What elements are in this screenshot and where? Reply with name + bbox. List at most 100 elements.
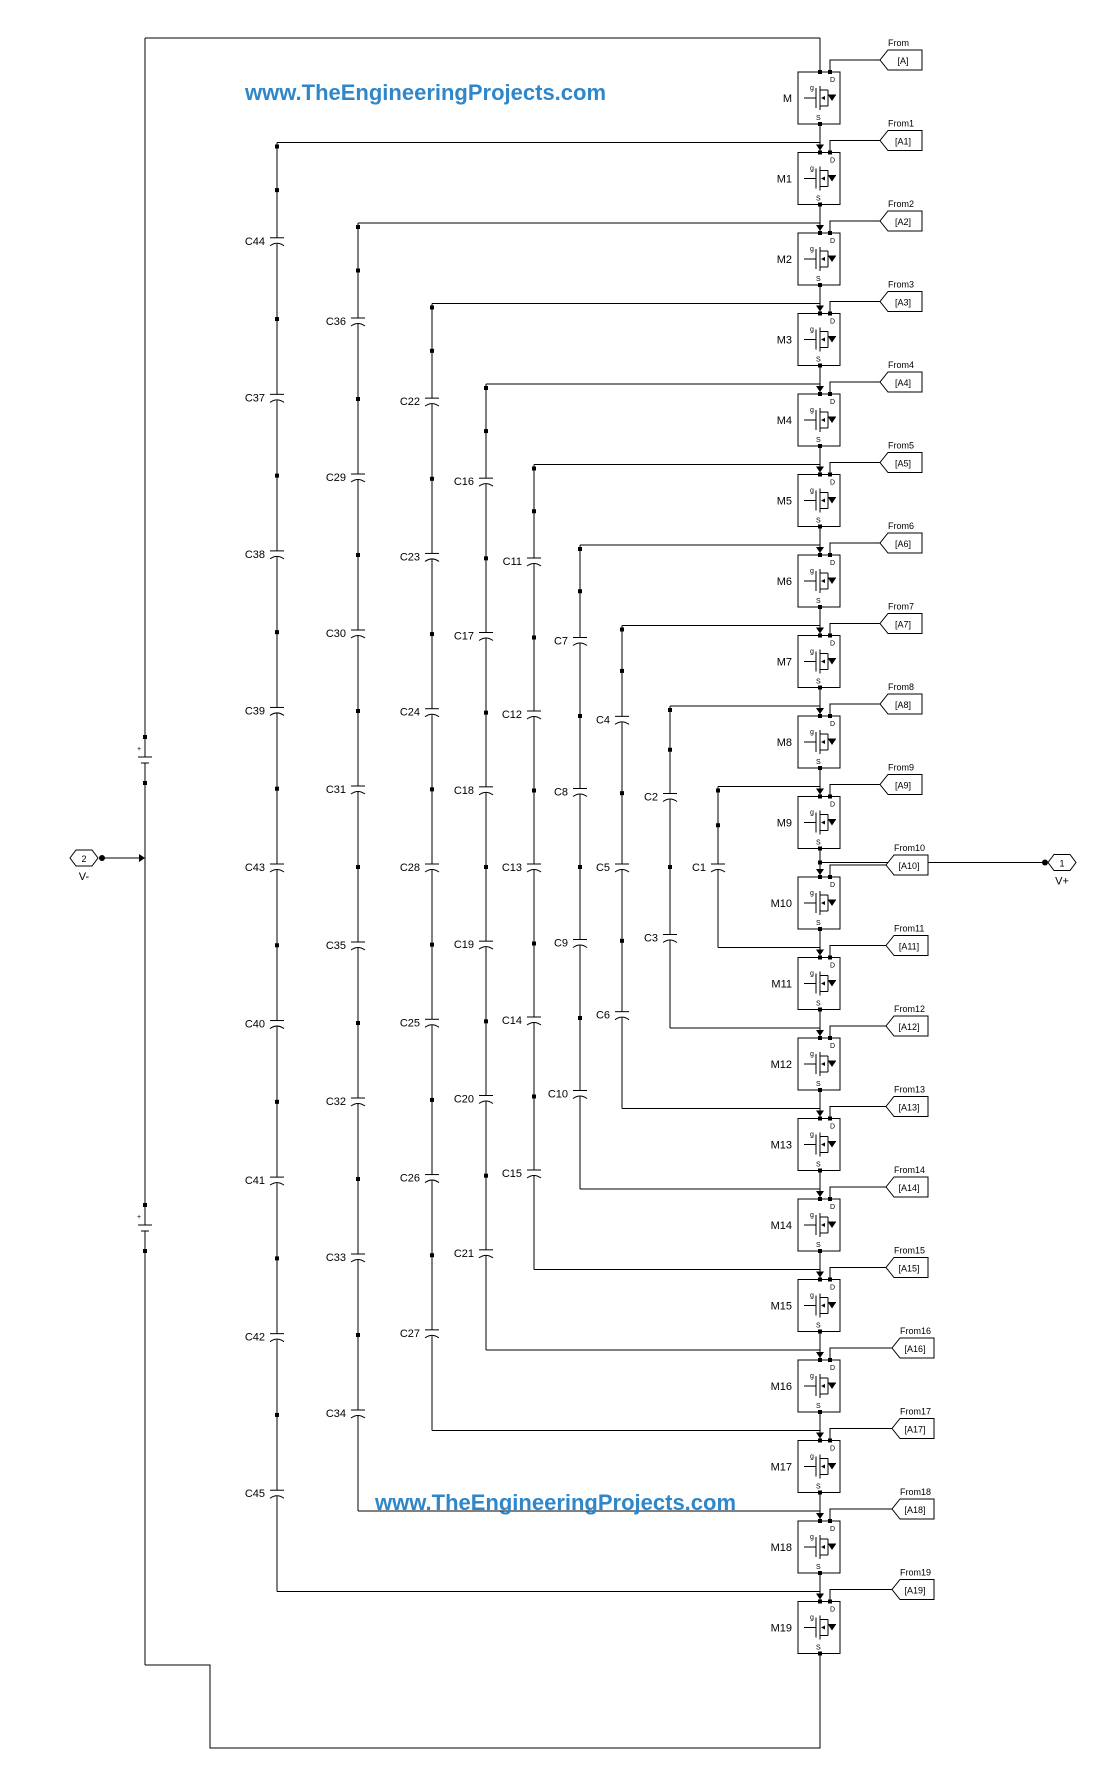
from-tag[interactable]: [A16]From16 (891, 1326, 935, 1359)
arrow-down-icon (816, 949, 824, 956)
capacitor[interactable]: C7 (554, 636, 588, 648)
capacitor[interactable]: C19 (454, 939, 494, 951)
capacitor[interactable]: C45 (245, 1488, 285, 1500)
capacitor[interactable]: C37 (245, 392, 285, 404)
from-tag[interactable]: [A7]From7 (879, 602, 923, 634)
node-dot (275, 188, 279, 193)
capacitor[interactable]: C26 (400, 1173, 440, 1185)
capacitor[interactable]: C14 (502, 1015, 542, 1027)
capacitor[interactable]: C13 (502, 862, 542, 874)
capacitor[interactable]: C12 (502, 709, 542, 721)
capacitor[interactable]: C35 (326, 940, 366, 952)
from-tag[interactable]: [A17]From17 (891, 1407, 935, 1439)
from-tag[interactable]: [A9]From9 (879, 763, 923, 795)
capacitor[interactable]: C29 (326, 472, 366, 484)
from-tag[interactable]: [A1]From1 (879, 119, 923, 151)
from-tag[interactable]: [A15]From15 (885, 1246, 929, 1278)
capacitor[interactable]: C40 (245, 1019, 285, 1031)
port-negative[interactable]: 2V- (69, 849, 105, 883)
from-tag-label: [A2] (895, 217, 911, 227)
port-positive[interactable]: 1V+ (1042, 854, 1077, 888)
from-tag-shape (891, 1498, 935, 1520)
capacitor[interactable]: C28 (400, 862, 440, 874)
from-tag[interactable]: [A2]From2 (879, 199, 923, 232)
from-tag[interactable]: [A4]From4 (879, 360, 923, 393)
capacitor[interactable]: C2 (644, 792, 678, 804)
capacitor[interactable]: C33 (326, 1252, 366, 1264)
capacitor[interactable]: C25 (400, 1017, 440, 1029)
capacitor[interactable]: C36 (326, 316, 366, 328)
from-tag[interactable]: [A8]From8 (879, 682, 923, 715)
capacitor-plate-curved (478, 483, 494, 487)
capacitor[interactable]: C15 (502, 1168, 542, 1180)
capacitor[interactable]: C22 (400, 396, 440, 408)
dc-voltage-source[interactable]: + (137, 1201, 152, 1255)
capacitor[interactable]: C20 (454, 1094, 494, 1106)
from-tag[interactable]: [A3]From3 (879, 280, 923, 312)
capacitor[interactable]: C39 (245, 705, 285, 717)
capacitor[interactable]: C17 (454, 631, 494, 643)
from-tag[interactable]: [A6]From6 (879, 521, 923, 554)
capacitor[interactable]: C43 (245, 862, 285, 874)
drain-pin-label: D (830, 560, 835, 567)
capacitor[interactable]: C24 (400, 707, 440, 719)
from-tag[interactable]: [A5]From5 (879, 441, 923, 473)
capacitor[interactable]: C1 (692, 862, 726, 874)
from-tag[interactable]: [A19]From19 (891, 1568, 935, 1600)
capacitor[interactable]: C9 (554, 938, 588, 950)
from-tag[interactable]: [A13]From13 (885, 1085, 929, 1117)
capacitor[interactable]: C3 (644, 933, 678, 945)
capacitor[interactable]: C44 (245, 236, 285, 248)
capacitor[interactable]: C8 (554, 787, 588, 799)
capacitor-plate-curved (269, 712, 285, 716)
capacitor[interactable]: C27 (400, 1328, 440, 1340)
capacitor[interactable]: C11 (503, 556, 542, 568)
capacitor[interactable]: C6 (596, 1010, 630, 1022)
from-tag[interactable]: [A]From (879, 38, 923, 71)
from-tag[interactable]: [A18]From18 (891, 1487, 935, 1520)
capacitor[interactable]: C34 (326, 1408, 366, 1420)
capacitor[interactable]: C23 (400, 551, 440, 563)
mosfet-arrow-icon (821, 981, 825, 986)
capacitor[interactable]: C31 (326, 784, 366, 796)
node-dot (818, 927, 822, 931)
capacitor[interactable]: C38 (245, 549, 285, 561)
capacitor[interactable]: C16 (454, 476, 494, 488)
capacitor[interactable]: C18 (454, 785, 494, 797)
capacitor[interactable]: C32 (326, 1096, 366, 1108)
from-tag[interactable]: [A10]From10 (885, 843, 929, 876)
dc-voltage-source[interactable]: + (137, 733, 152, 787)
capacitor[interactable]: C41 (245, 1175, 285, 1187)
from-tag[interactable]: [A11]From11 (885, 924, 929, 956)
capacitor[interactable]: C5 (596, 862, 630, 874)
capacitor[interactable]: C10 (548, 1089, 588, 1101)
from-tag[interactable]: [A12]From12 (885, 1004, 929, 1037)
capacitor[interactable]: C30 (326, 628, 366, 640)
capacitor[interactable]: C42 (245, 1332, 285, 1344)
from-tag[interactable]: [A14]From14 (885, 1165, 929, 1198)
capacitor[interactable]: C21 (454, 1248, 494, 1260)
capacitor[interactable]: C4 (596, 714, 630, 726)
drain-pin-label: D (830, 1446, 835, 1453)
from-tag-shape (879, 532, 923, 554)
